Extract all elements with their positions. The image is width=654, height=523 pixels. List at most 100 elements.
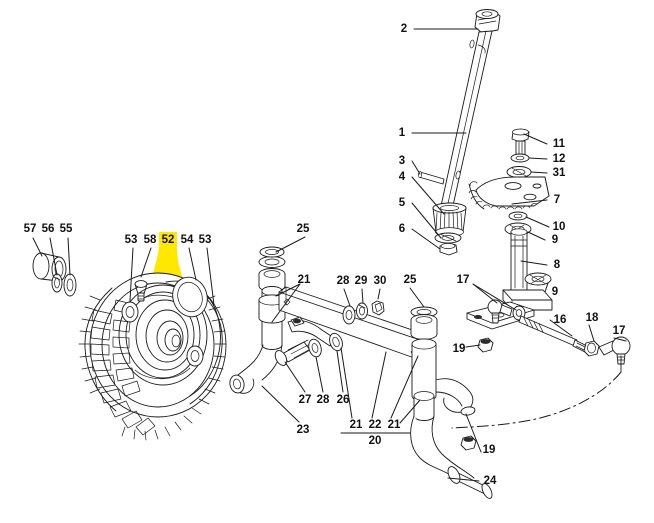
part-3-roll-pin — [418, 171, 445, 185]
callout-21-bottom-right: 21 — [388, 419, 401, 431]
part-group-sector-gear — [468, 128, 552, 293]
callout-labels: 2 1 3 4 5 6 11 12 31 7 10 9 8 9 17 16 18… — [24, 23, 626, 487]
part-2-shaft-end-cap — [474, 9, 501, 34]
callout-54-text: 54 — [181, 234, 194, 246]
callout-9-upper: 9 — [552, 234, 558, 246]
part-8-steering-shaft-lower — [510, 228, 528, 293]
callout-25-right: 25 — [404, 274, 417, 286]
part-group-steering-shaft — [411, 9, 501, 256]
part-28-flat-washer-arm — [308, 338, 322, 358]
callout-28-bottom: 28 — [317, 394, 330, 406]
part-10-flat-washer — [508, 211, 528, 221]
callout-6: 6 — [399, 223, 405, 235]
callout-56: 56 — [42, 223, 55, 235]
callout-9-lower-text: 9 — [552, 286, 558, 298]
part-11-hex-bolt — [511, 128, 530, 158]
callout-8: 8 — [554, 259, 561, 271]
callout-57: 57 — [24, 223, 37, 235]
part-5-washer — [434, 232, 462, 244]
callout-21-top-text: 21 — [298, 274, 311, 286]
callout-54: 54 — [181, 234, 194, 246]
callout-17-left: 17 — [457, 274, 470, 286]
callout-19-lower-text: 19 — [483, 444, 496, 456]
part-1-steering-shaft-upper — [440, 30, 493, 211]
part-58-valve-stem — [134, 280, 148, 302]
part-group-wheel — [78, 247, 227, 441]
callout-2-text: 2 — [401, 23, 407, 35]
callout-4: 4 — [399, 171, 406, 183]
callout-21-top: 21 — [298, 274, 311, 286]
part-53-wheel-bearing-right — [186, 345, 204, 367]
callout-20: 20 — [369, 435, 382, 447]
callout-55-text: 55 — [60, 223, 73, 235]
part-group-front-axle — [229, 236, 493, 499]
callout-10: 10 — [553, 221, 566, 233]
part-wheel-cover — [165, 276, 221, 397]
callout-11-text: 11 — [553, 138, 566, 150]
part-28-flat-washer — [342, 305, 356, 325]
part-17-ball-joint-right — [598, 336, 631, 365]
callout-30: 30 — [374, 275, 387, 287]
part-17-ball-joint-left — [487, 299, 513, 324]
part-21-bushing-left-top — [258, 256, 286, 268]
callout-2: 2 — [401, 23, 407, 35]
part-25-thrust-washer-right — [410, 306, 438, 318]
part-27-carriage-bolt — [274, 339, 313, 366]
callout-28-bottom-text: 28 — [317, 394, 330, 406]
part-group-tie-rod — [451, 283, 631, 451]
callout-27: 27 — [299, 394, 312, 406]
part-24-spindle-right — [410, 338, 493, 499]
callout-10-text: 10 — [553, 221, 566, 233]
callout-20-text: 20 — [369, 435, 382, 447]
callout-22-text: 22 — [369, 419, 382, 431]
callout-53-right: 53 — [199, 234, 212, 246]
callout-24: 24 — [484, 475, 497, 487]
callout-3-text: 3 — [399, 155, 405, 167]
callout-28-top-text: 28 — [337, 275, 350, 287]
callout-19-upper-text: 19 — [453, 343, 466, 355]
callout-18: 18 — [586, 312, 599, 324]
part-30-hex-nut — [371, 300, 385, 316]
part-29-lock-washer — [356, 302, 368, 320]
callout-9-upper-text: 9 — [552, 234, 558, 246]
callout-16-text: 16 — [554, 314, 567, 326]
callout-53-left-text: 53 — [125, 234, 138, 246]
callout-29-text: 29 — [355, 275, 368, 287]
part-23-spindle-left — [229, 286, 286, 394]
callout-27-text: 27 — [299, 394, 312, 406]
part-56-retaining-clip — [51, 273, 63, 293]
callout-6-text: 6 — [399, 223, 405, 235]
part-21-bushing-right-upper — [410, 314, 438, 340]
callout-12-text: 12 — [553, 153, 566, 165]
callout-19-upper: 19 — [453, 343, 466, 355]
part-4-shaft-spring-sleeve — [432, 202, 467, 237]
callout-52-highlighted: 52 — [162, 234, 175, 246]
callout-4-text: 4 — [399, 171, 406, 183]
callout-58-text: 58 — [144, 234, 157, 246]
callout-5-text: 5 — [399, 197, 406, 209]
callout-25-left: 25 — [297, 223, 310, 235]
callout-11: 11 — [553, 138, 566, 150]
callout-56-text: 56 — [42, 223, 55, 235]
callout-23: 23 — [297, 424, 310, 436]
callout-25-right-text: 25 — [404, 274, 417, 286]
callout-9-lower: 9 — [552, 286, 558, 298]
part-7-steering-sector-gear — [468, 176, 550, 210]
callout-8-text: 8 — [554, 259, 561, 271]
part-52-wheel-rim — [118, 284, 208, 386]
callout-52-text: 52 — [162, 234, 175, 246]
part-9-retaining-ring-lower — [524, 272, 552, 286]
callout-26-text: 26 — [337, 394, 350, 406]
callout-1: 1 — [399, 127, 406, 139]
callout-18-text: 18 — [586, 312, 599, 324]
callout-23-text: 23 — [297, 424, 310, 436]
callout-26: 26 — [337, 394, 350, 406]
callout-24-text: 24 — [484, 475, 497, 487]
part-19-lock-nut-upper — [477, 337, 494, 353]
part-26-steering-arm — [287, 316, 343, 352]
part-12-spacer-bushing — [510, 153, 530, 163]
callout-17-right-text: 17 — [613, 325, 626, 337]
callout-55: 55 — [60, 223, 73, 235]
